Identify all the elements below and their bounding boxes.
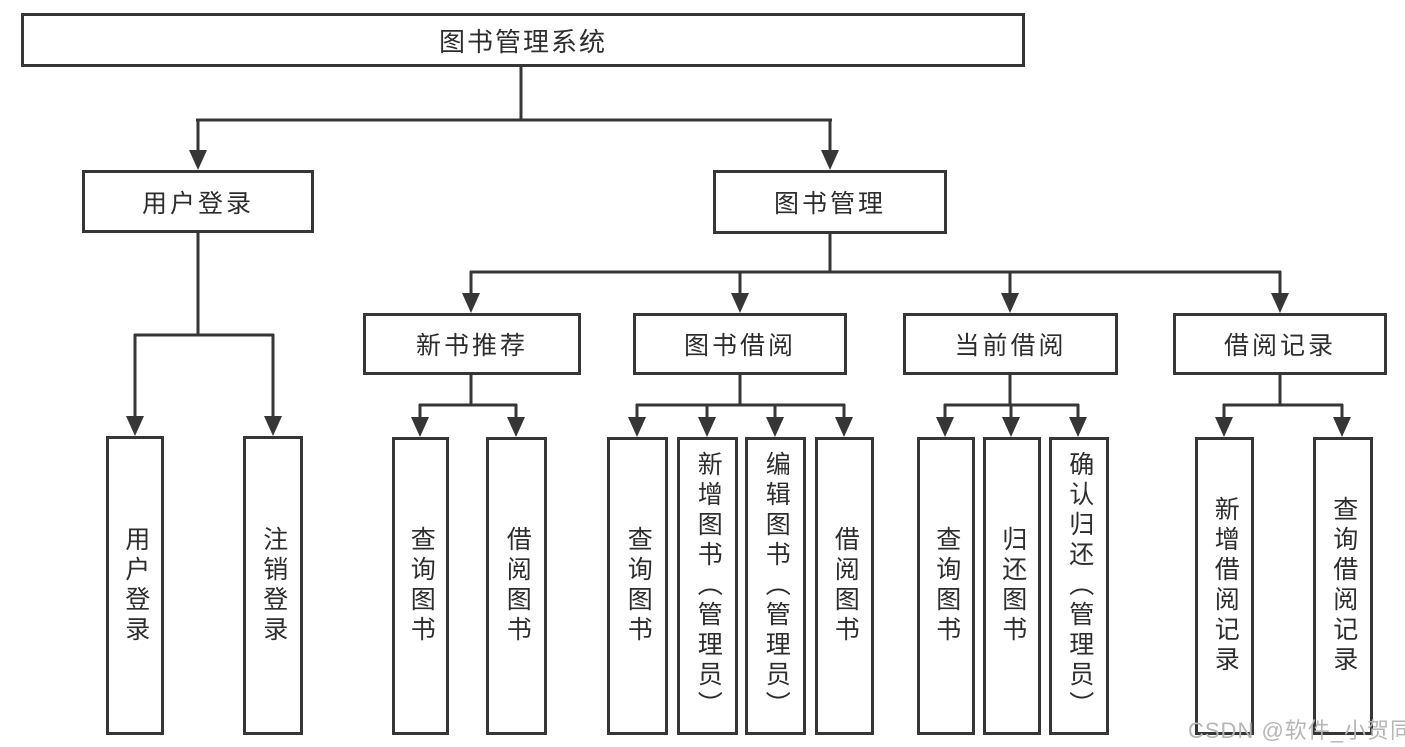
leaf-label: 查询图书: [624, 526, 653, 646]
leaf-logout: 注销登录: [243, 436, 303, 735]
node-book-borrowing: 图书借阅: [633, 313, 847, 375]
leaf-query-books-recommend: 查询图书: [392, 437, 449, 735]
leaf-query-borrow-record: 查询借阅记录: [1313, 437, 1373, 735]
leaf-edit-books-admin: 编辑图书（管理员）: [745, 437, 806, 735]
node-label: 图书管理: [773, 190, 886, 218]
node-label: 新书推荐: [415, 332, 528, 360]
leaf-label: 查询图书: [407, 526, 436, 646]
leaf-label: 查询图书: [932, 526, 961, 646]
leaf-add-books-admin: 新增图书（管理员）: [677, 437, 738, 735]
leaf-label: 借阅图书: [831, 526, 860, 646]
leaf-label: 归还图书: [998, 526, 1027, 646]
node-new-book-recommendation: 新书推荐: [363, 313, 581, 375]
node-borrowing-records: 借阅记录: [1173, 313, 1387, 375]
node-current-borrowing: 当前借阅: [903, 313, 1118, 375]
leaf-label: 编辑图书（管理员）: [762, 451, 791, 721]
leaf-label: 注销登录: [259, 525, 288, 646]
leaf-label: 借阅图书: [503, 526, 532, 646]
node-library-management-system: 图书管理系统: [21, 13, 1025, 67]
leaf-query-books-borrow: 查询图书: [607, 437, 668, 735]
leaf-return-books: 归还图书: [983, 437, 1041, 735]
node-label: 当前借阅: [954, 332, 1067, 360]
leaf-label: 确认归还（管理员）: [1065, 451, 1094, 721]
node-label: 用户登录: [141, 189, 254, 218]
leaf-borrow-books-recommend: 借阅图书: [486, 437, 547, 735]
leaf-add-borrow-record: 新增借阅记录: [1195, 437, 1254, 735]
leaf-label: 查询借阅记录: [1329, 496, 1358, 676]
leaf-confirm-return-admin: 确认归还（管理员）: [1049, 437, 1109, 735]
leaf-label: 新增借阅记录: [1211, 496, 1240, 676]
leaf-label: 新增图书（管理员）: [694, 451, 723, 721]
node-label: 图书管理系统: [438, 26, 607, 57]
node-label: 图书借阅: [683, 332, 796, 360]
leaf-label: 用户登录: [121, 525, 150, 646]
leaf-borrow-books: 借阅图书: [815, 437, 874, 735]
leaf-user-login: 用户登录: [106, 436, 164, 735]
node-book-management: 图书管理: [713, 170, 947, 234]
leaf-query-books-current: 查询图书: [917, 437, 975, 735]
node-user-login: 用户登录: [82, 170, 314, 233]
node-label: 借阅记录: [1223, 332, 1336, 360]
csdn-watermark: CSDN @软件_小贺同学: [1188, 718, 1405, 743]
